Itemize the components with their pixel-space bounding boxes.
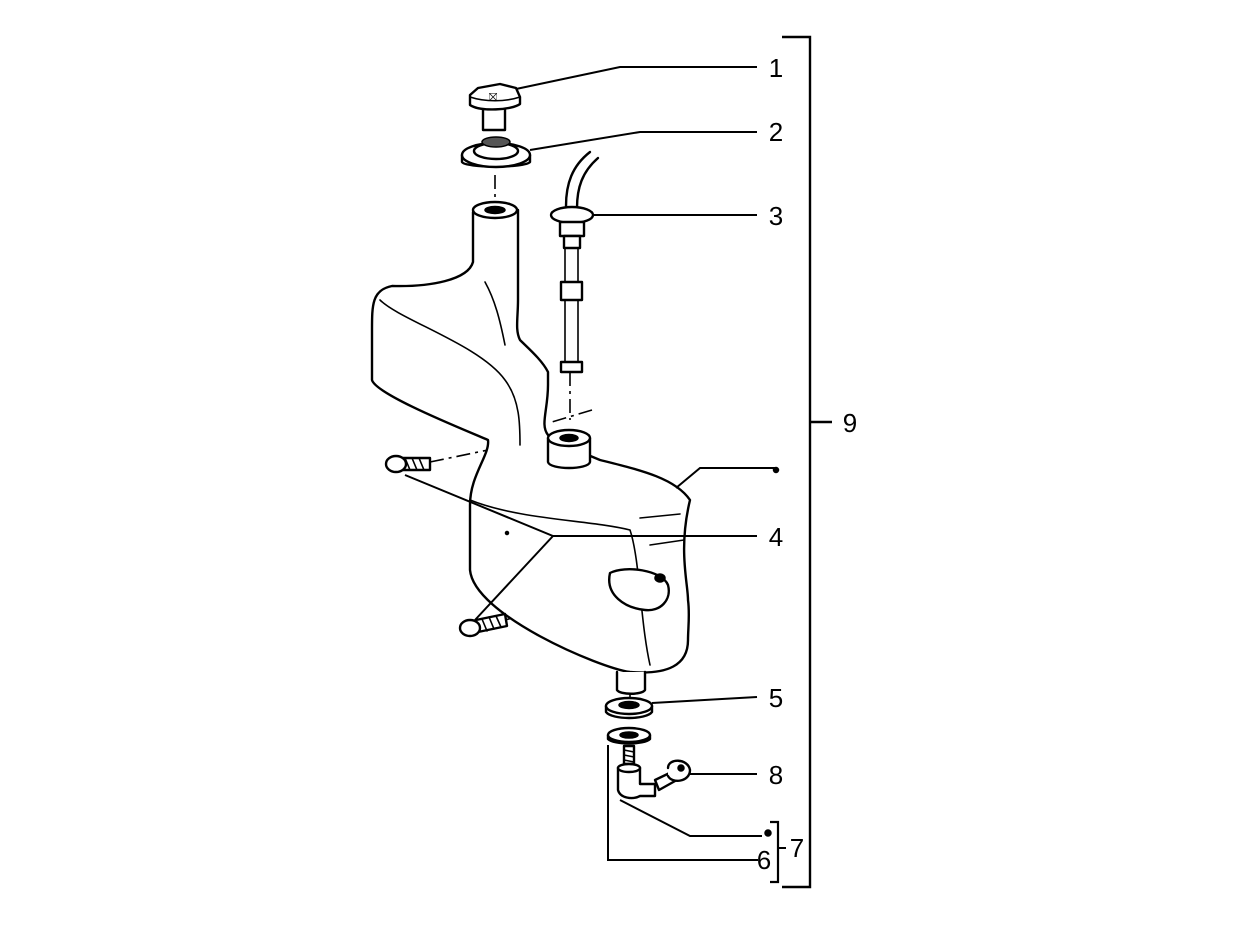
outlet-fitting	[616, 744, 657, 800]
oil-level-gauge	[549, 150, 600, 374]
callout-2: 2	[769, 117, 783, 147]
screw-lower	[458, 612, 509, 638]
lower-washer	[606, 726, 652, 745]
callout-9: 9	[843, 408, 857, 438]
hose-clip	[653, 759, 692, 792]
cap-seal	[460, 136, 532, 169]
callout-8: 8	[769, 760, 783, 790]
screw-upper	[384, 454, 432, 474]
filler-cap: ⛝	[468, 82, 522, 132]
assembly-bracket-7	[770, 820, 786, 884]
callout-7: 7	[790, 833, 804, 863]
callout-5: 5	[769, 683, 783, 713]
leader-lines	[404, 66, 776, 861]
cap-marking: ⛝	[489, 91, 497, 104]
upper-washer	[604, 696, 654, 720]
callout-3: 3	[769, 201, 783, 231]
callout-1: 1	[769, 53, 783, 83]
mounting-screws	[384, 454, 509, 638]
callout-4: 4	[769, 522, 783, 552]
oil-tank	[370, 200, 780, 695]
callout-6: 6	[757, 845, 771, 875]
callout-labels: 1 2 3 4 5 6 7 8 9	[757, 53, 857, 875]
assembly-bracket-9	[782, 35, 832, 889]
